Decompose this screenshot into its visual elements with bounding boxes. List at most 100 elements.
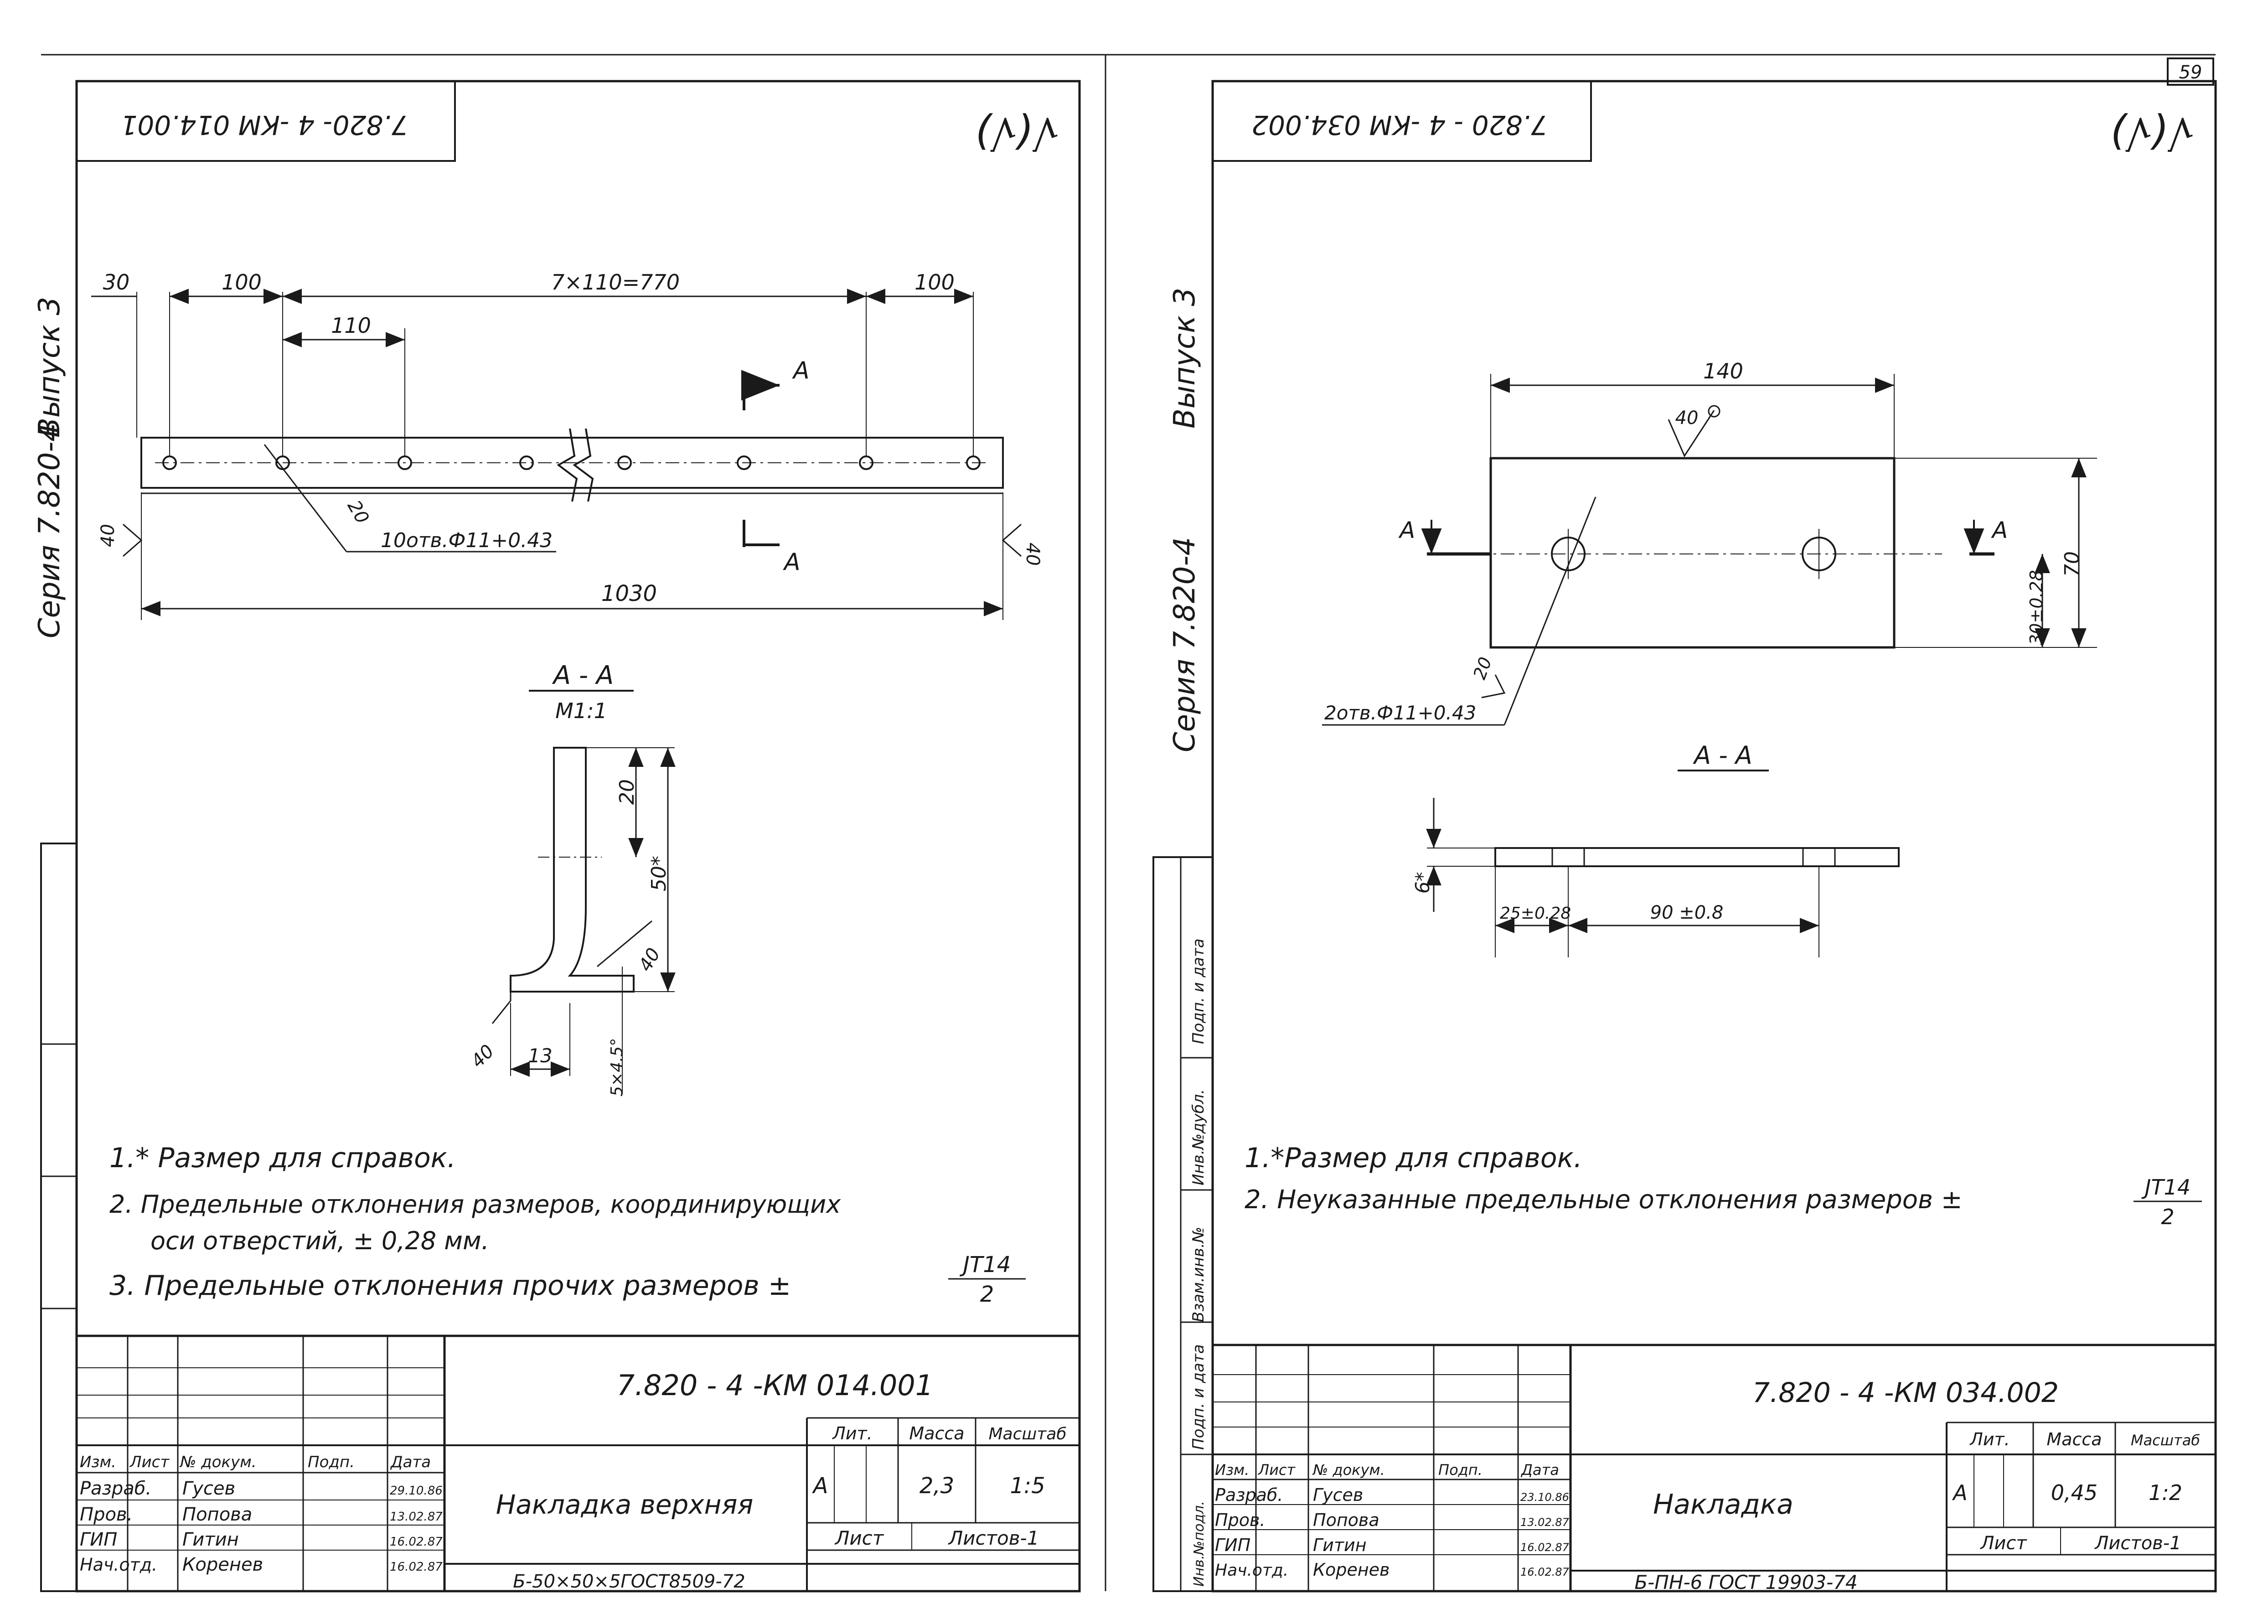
sec-dim-90: 90 ±0.8	[1650, 902, 1724, 923]
note-2-cont: оси отверстий, ± 0,28 мм.	[150, 1226, 489, 1255]
roughness-mark	[1668, 410, 1715, 458]
left-frame	[75, 80, 1081, 1593]
tb-name: Накладка	[1653, 1489, 1793, 1521]
sec-rough-40: 40	[635, 945, 664, 975]
tb-scale: 1:2	[2149, 1480, 2182, 1505]
tb-h-list: Лист	[1258, 1461, 1296, 1479]
sec-dim-545: 5×4.5°	[608, 1038, 626, 1096]
weld-mark	[1481, 674, 1506, 698]
tb-person: Попова	[182, 1504, 252, 1525]
tb-doc-code: 7.820 - 4 -КМ 034.002	[1752, 1377, 2059, 1409]
tb-h-izm: Изм.	[1215, 1461, 1249, 1479]
tb-sheet-label: Лист	[1979, 1533, 2027, 1554]
tb-role: Пров.	[80, 1504, 133, 1525]
plate-section-hatch	[1494, 847, 1900, 867]
bar-holes	[155, 455, 989, 470]
left-binding-strip	[40, 843, 77, 1592]
strip-label: Взам.инв.№	[1189, 1227, 1208, 1322]
right-sheet: Взам.инв.№ Инв.№дубл. Подп. и дата Инв.№…	[1152, 80, 2217, 1593]
right-section-title: А - А	[1693, 741, 1752, 770]
dim-30-label: 30±0.28	[2026, 570, 2046, 645]
break-mark	[573, 428, 594, 502]
tb-person: Коренев	[1313, 1560, 1390, 1580]
dim-100-a: 100	[222, 270, 262, 295]
right-frame	[1211, 80, 2217, 1593]
tb-person: Гусев	[182, 1478, 235, 1499]
tb-date: 29.10.86	[390, 1484, 443, 1498]
strip-label: Инв.№подл.	[1191, 1501, 1207, 1587]
tb-role: Нач.отд.	[1215, 1561, 1288, 1580]
sec-dim-50: 50*	[647, 856, 671, 891]
tb-sheet-label: Лист	[834, 1527, 884, 1549]
tb-h-date: Дата	[390, 1453, 431, 1471]
roughness-mark	[1002, 523, 1022, 557]
right-stamp-box	[1212, 80, 1592, 162]
rough-40-right: 40	[1022, 543, 1043, 566]
tb-h-date: Дата	[1520, 1461, 1559, 1479]
left-series-label: Серия 7.820-4	[33, 423, 67, 638]
dim-1030-label: 1030	[601, 581, 657, 606]
dim-100-b: 100	[914, 270, 955, 295]
page-number: 59	[2179, 62, 2202, 83]
tb-material: Б-ПН-6 ГОСТ 19903-74	[1634, 1571, 1857, 1593]
tb-date: 13.02.87	[390, 1510, 443, 1524]
hole-note: 2отв.Ф11+0.43	[1324, 702, 1476, 724]
tb-scale-label: Масштаб	[988, 1425, 1066, 1443]
tb-h-list: Лист	[129, 1453, 170, 1471]
strip-label: Подп. и дата	[1189, 1344, 1208, 1450]
tb-sheets-label: Листов-1	[2094, 1533, 2181, 1554]
tb-person: Гитин	[1313, 1535, 1367, 1555]
angle-section-hatch	[510, 747, 635, 993]
left-section-scale: М1:1	[555, 698, 607, 723]
right-issue-label: Выпуск 3	[1168, 288, 1202, 429]
page-number-box	[2167, 57, 2214, 86]
tb-scale: 1:5	[1010, 1473, 1045, 1499]
sec-dim-25: 25±0.28	[1500, 904, 1571, 923]
dim-140-label: 140	[1703, 359, 1743, 383]
tol-den: 2	[2161, 1205, 2174, 1229]
tb-name: Накладка верхняя	[496, 1489, 754, 1520]
tb-person: Гусев	[1313, 1485, 1363, 1505]
weld-20: 20	[1469, 654, 1496, 682]
tb-h-sign: Подп.	[1438, 1461, 1483, 1479]
tb-mass: 2,3	[920, 1473, 954, 1499]
tb-h-sign: Подп.	[308, 1453, 355, 1471]
tol-num: JT14	[2141, 1175, 2191, 1200]
dim-110: 110	[331, 313, 371, 338]
tb-date: 16.02.87	[390, 1560, 443, 1574]
tb-date: 16.02.87	[1520, 1566, 1570, 1578]
strip-label: Подп. и дата	[1189, 938, 1208, 1044]
tb-h-doc: № докум.	[179, 1453, 257, 1471]
strip-label: Инв.№дубл.	[1189, 1089, 1208, 1185]
tb-person: Попова	[1313, 1510, 1379, 1530]
left-section-title: А - А	[552, 661, 614, 690]
tb-role: ГИП	[1215, 1535, 1250, 1555]
tb-lit-label: Лит.	[1969, 1429, 2010, 1449]
top-dimensions: 30 100 7×110=770 100 110	[91, 270, 974, 456]
tb-date: 16.02.87	[1520, 1541, 1570, 1554]
tol-den: 2	[980, 1282, 994, 1307]
roughness-icon: √(√)	[2110, 109, 2194, 156]
left-notes: 1.* Размер для справок. 2. Предельные от…	[109, 1142, 1026, 1307]
hole-note: 10отв.Ф11+0.43	[381, 529, 553, 552]
tb-scale-label: Масштаб	[2131, 1432, 2200, 1449]
section-label-a-bottom: А	[783, 548, 801, 576]
left-stamp-box	[76, 80, 456, 162]
tb-mass-label: Масса	[2046, 1429, 2102, 1449]
tb-date: 13.02.87	[1520, 1516, 1570, 1529]
note-3: 3. Предельные отклонения прочих размеров…	[109, 1270, 791, 1302]
tb-role: Разраб.	[80, 1478, 151, 1499]
rough-leader	[597, 920, 652, 967]
hole-leader	[263, 444, 347, 552]
left-stamp: 7.820- 4 -КМ 014.001	[120, 109, 408, 140]
right-stamp: 7.820 - 4 -КМ 034.002	[1251, 109, 1548, 140]
tb-date: 16.02.87	[390, 1535, 443, 1549]
roughness-circle	[1708, 405, 1720, 418]
break-mark	[557, 428, 578, 502]
sec-a-left: А	[1398, 517, 1415, 543]
hole-cut	[1551, 847, 1585, 867]
tb-role: Пров.	[1215, 1510, 1265, 1530]
section-mark-bottom	[743, 520, 780, 547]
tb-person: Гитин	[182, 1529, 239, 1550]
